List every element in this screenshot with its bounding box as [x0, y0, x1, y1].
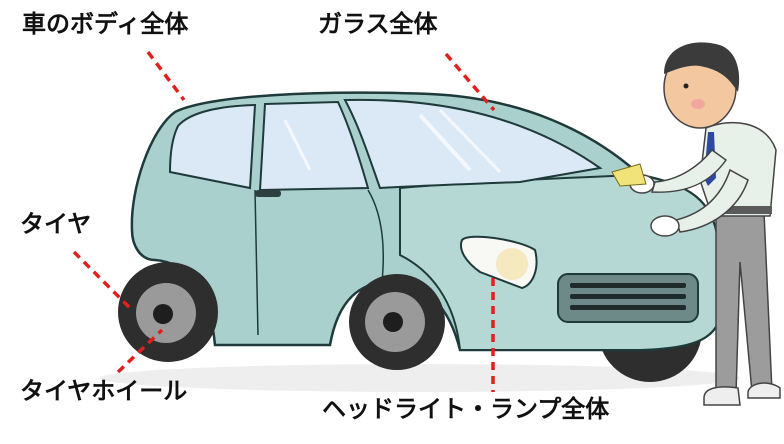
headlight-lamp: [496, 248, 528, 280]
attendant-figure: [611, 42, 781, 406]
attendant-pants: [715, 211, 773, 395]
glass-highlight: [438, 108, 502, 174]
rear-side-window: [168, 103, 257, 190]
grille-slat: [570, 294, 686, 299]
door-line: [254, 189, 259, 336]
label-tire: タイヤ: [20, 210, 92, 238]
label-car-body: 車のボディ全体: [22, 10, 189, 38]
front-wheel-hub: [383, 312, 403, 332]
label-glass: ガラス全体: [318, 10, 438, 38]
leader-line-body: [146, 50, 186, 102]
attendant-shoe: [747, 382, 781, 399]
attendant-shoe: [703, 386, 741, 406]
attendant-glove: [650, 215, 680, 237]
door-handle: [255, 190, 281, 197]
leader-line-wheel: [116, 328, 164, 374]
grille-slat: [570, 283, 686, 288]
leader-line-glass: [444, 52, 496, 112]
grille-slat: [570, 305, 686, 310]
attendant-hair: [664, 42, 740, 92]
attendant-eye: [683, 83, 689, 89]
door-line: [367, 189, 384, 283]
glass-highlight: [418, 113, 472, 172]
attendant-arm: [651, 148, 728, 193]
attendant-belt: [712, 206, 772, 214]
attendant-cheek: [691, 99, 705, 109]
car-hood: [399, 173, 724, 351]
ground-shadow: [100, 364, 740, 392]
label-tire-wheel: タイヤホイール: [20, 377, 188, 405]
leader-lines: [72, 50, 496, 392]
cleaning-cloth: [611, 163, 647, 187]
rear-wheel-hub: [153, 304, 173, 324]
attendant-arm: [675, 168, 749, 233]
glass-highlight: [283, 119, 312, 171]
label-headlights-lamps: ヘッドライト・ランプ全体: [322, 395, 610, 423]
